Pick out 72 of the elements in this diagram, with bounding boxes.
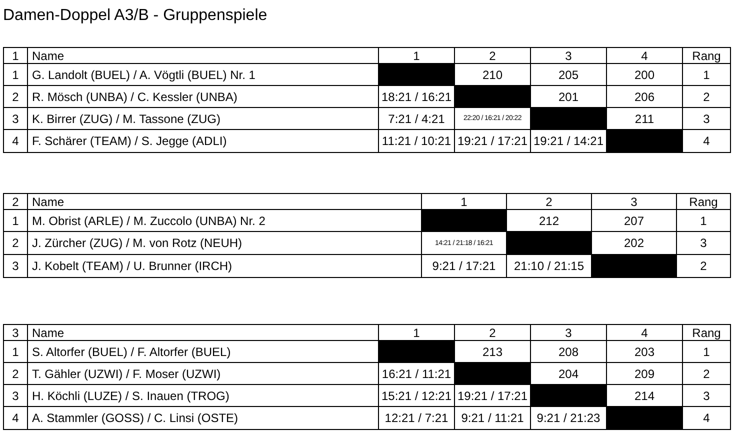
table-cell: S. Altorfer (BUEL) / F. Altorfer (BUEL)	[28, 340, 378, 362]
column-header: Name	[28, 48, 378, 64]
table-cell: 2	[682, 86, 730, 108]
column-header: 4	[606, 324, 682, 340]
table-cell: 2	[682, 362, 730, 384]
table-cell: 3	[682, 108, 730, 130]
table-cell: J. Zürcher (ZUG) / M. von Rotz (NEUH)	[28, 232, 422, 254]
table-cell: K. Birrer (ZUG) / M. Tassone (ZUG)	[28, 108, 378, 130]
table-cell: G. Landolt (BUEL) / A. Vögtli (BUEL) Nr. 1	[28, 64, 378, 86]
table-cell: M. Obrist (ARLE) / M. Zuccolo (UNBA) Nr. 2	[28, 210, 422, 232]
column-header: 2	[454, 324, 530, 340]
table-cell: 1	[676, 210, 730, 232]
table-cell: 2	[4, 86, 28, 108]
table-cell: 3	[682, 384, 730, 406]
table-cell: T. Gähler (UZWI) / F. Moser (UZWI)	[28, 362, 378, 384]
column-header: 2	[4, 194, 28, 210]
column-header: 3	[530, 324, 606, 340]
table-cell: 15:21 / 12:21	[378, 384, 454, 406]
page-title: Damen-Doppel A3/B - Gruppenspiele	[3, 6, 268, 26]
table-cell: 207	[592, 210, 676, 232]
table-cell: 9:21 / 17:21	[422, 254, 506, 278]
column-header: 1	[422, 194, 506, 210]
table-cell: 209	[606, 362, 682, 384]
column-header: Name	[28, 194, 422, 210]
table-cell: 19:21 / 17:21	[454, 130, 530, 152]
table-cell: 203	[606, 340, 682, 362]
column-header: 3	[530, 48, 606, 64]
column-header: 2	[454, 48, 530, 64]
table-cell: 1	[4, 340, 28, 362]
table-cell: J. Kobelt (TEAM) / U. Brunner (IRCH)	[28, 254, 422, 278]
column-header: 4	[606, 48, 682, 64]
table-cell: 2	[4, 362, 28, 384]
column-header: Rang	[682, 324, 730, 340]
table-cell: 1	[4, 210, 28, 232]
table-cell: 1	[682, 340, 730, 362]
table-cell: 208	[530, 340, 606, 362]
column-header: 2	[506, 194, 592, 210]
column-header: 3	[592, 194, 676, 210]
table-cell: 200	[606, 64, 682, 86]
table-cell: 3	[4, 384, 28, 406]
table-cell: 1	[4, 64, 28, 86]
table-cell: 3	[4, 254, 28, 278]
column-header: Name	[28, 324, 378, 340]
table-cell: A. Stammler (GOSS) / C. Linsi (OSTE)	[28, 406, 378, 430]
table-cell: 2	[4, 232, 28, 254]
table-cell: 2	[676, 254, 730, 278]
column-header: Rang	[682, 48, 730, 64]
table-cell: H. Köchli (LUZE) / S. Inauen (TROG)	[28, 384, 378, 406]
table-cell: 16:21 / 11:21	[378, 362, 454, 384]
table-cell: R. Mösch (UNBA) / C. Kessler (UNBA)	[28, 86, 378, 108]
table-cell: 1	[682, 64, 730, 86]
table-cell: 4	[682, 130, 730, 152]
table-cell: 7:21 / 4:21	[378, 108, 454, 130]
table-cell: 3	[4, 108, 28, 130]
column-header: 1	[378, 48, 454, 64]
table-cell: 9:21 / 11:21	[454, 406, 530, 430]
table-cell: 18:21 / 16:21	[378, 86, 454, 108]
table-cell: 4	[682, 406, 730, 430]
column-header: 1	[4, 48, 28, 64]
table-cell: 12:21 / 7:21	[378, 406, 454, 430]
table-cell: 21:10 / 21:15	[506, 254, 592, 278]
column-header: 3	[4, 324, 28, 340]
table-cell: 19:21 / 17:21	[454, 384, 530, 406]
table-cell: 4	[4, 406, 28, 430]
table-cell: 3	[676, 232, 730, 254]
table-cell: F. Schärer (TEAM) / S. Jegge (ADLI)	[28, 130, 378, 152]
table-cell: 4	[4, 130, 28, 152]
table-cell: 11:21 / 10:21	[378, 130, 454, 152]
table-cell: 206	[606, 86, 682, 108]
table-cell: 205	[530, 64, 606, 86]
column-header: Rang	[676, 194, 730, 210]
column-header: 1	[378, 324, 454, 340]
